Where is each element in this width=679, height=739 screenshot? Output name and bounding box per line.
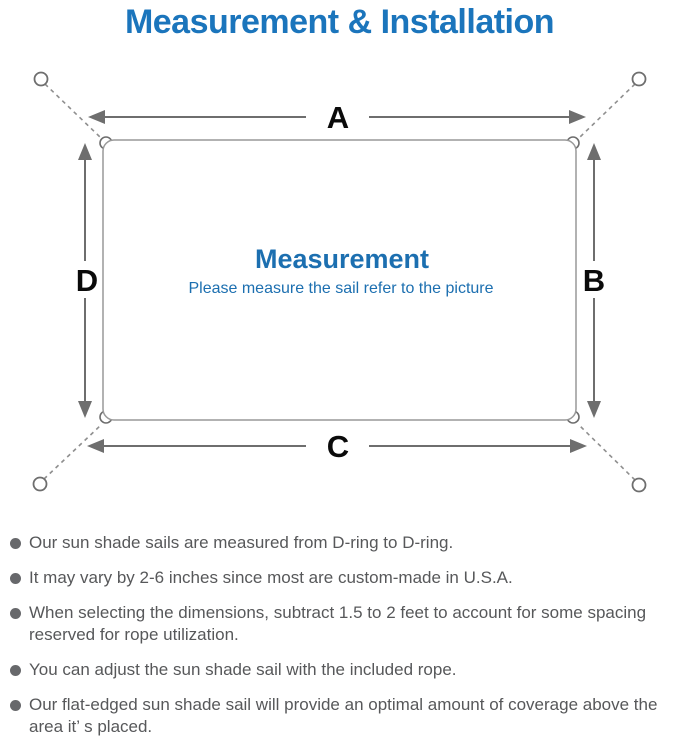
list-item: Our sun shade sails are measured from D-… xyxy=(10,532,674,554)
list-item: It may vary by 2-6 inches since most are… xyxy=(10,567,674,589)
note-text: Our sun shade sails are measured from D-… xyxy=(29,533,454,552)
bullet-icon xyxy=(10,608,21,619)
dimension-label-b: B xyxy=(583,263,605,298)
note-text: Our flat-edged sun shade sail will provi… xyxy=(29,695,658,736)
list-item: Our flat-edged sun shade sail will provi… xyxy=(10,694,674,738)
note-text: You can adjust the sun shade sail with t… xyxy=(29,660,457,679)
bullet-icon xyxy=(10,700,21,711)
notes-list: Our sun shade sails are measured from D-… xyxy=(10,532,674,739)
anchor-ring-icon xyxy=(33,71,49,87)
anchor-ring-icon xyxy=(631,477,647,493)
diagram-center-subtitle: Please measure the sail refer to the pic… xyxy=(188,280,493,297)
list-item: When selecting the dimensions, subtract … xyxy=(10,602,674,646)
bullet-icon xyxy=(10,573,21,584)
measurement-diagram: A B C D Measurement Please measure the s… xyxy=(32,71,647,493)
note-text: It may vary by 2-6 inches since most are… xyxy=(29,568,513,587)
anchor-ring-icon xyxy=(631,71,647,87)
bullet-icon xyxy=(10,665,21,676)
anchor-ring-icon xyxy=(32,476,48,492)
dimension-label-d: D xyxy=(76,263,98,298)
dimension-label-a: A xyxy=(327,100,349,135)
bullet-icon xyxy=(10,538,21,549)
dimension-arrow-a xyxy=(88,110,586,124)
dimension-arrow-c xyxy=(87,439,587,453)
rope-dashed-lines xyxy=(43,83,636,481)
dimension-arrow-b xyxy=(587,143,601,418)
diagram-center-title: Measurement xyxy=(255,244,429,274)
rope-line-top-left xyxy=(44,83,102,139)
page-title: Measurement & Installation xyxy=(124,3,555,41)
rope-line-bottom-right xyxy=(578,424,636,481)
rope-line-top-right xyxy=(578,83,636,139)
anchor-points xyxy=(32,71,647,493)
list-item: You can adjust the sun shade sail with t… xyxy=(10,659,674,681)
sun-shade-sail-outline xyxy=(102,139,577,421)
rope-line-bottom-left xyxy=(43,424,102,480)
note-text: When selecting the dimensions, subtract … xyxy=(29,603,647,644)
dimension-arrow-d xyxy=(78,143,92,418)
dimension-label-c: C xyxy=(327,429,349,464)
